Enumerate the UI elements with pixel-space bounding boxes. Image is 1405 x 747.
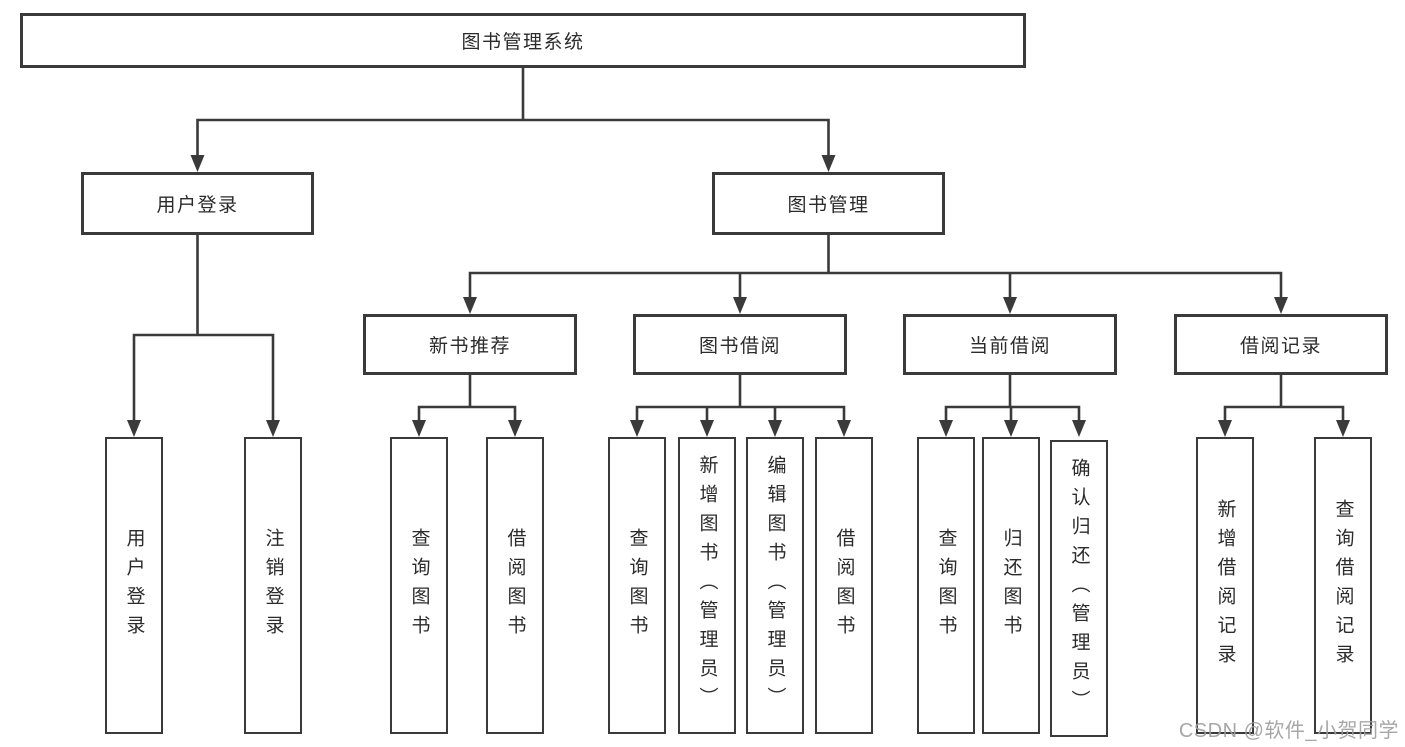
node-book-borrow: 图书借阅 bbox=[633, 314, 847, 375]
arrowhead bbox=[821, 155, 836, 172]
node-recommend-query-books: 查询图书 bbox=[390, 437, 448, 734]
node-new-book-recommend: 新书推荐 bbox=[363, 314, 577, 375]
connector-new-book-children bbox=[417, 373, 517, 425]
node-add-book-admin: 新增图书（管理员） bbox=[678, 437, 736, 734]
node-edit-book-admin: 编辑图书（管理员） bbox=[746, 437, 804, 734]
connector-book-borrow-children bbox=[635, 373, 846, 425]
arrowhead bbox=[508, 420, 522, 437]
node-confirm-return-admin-label: 确认归还（管理员） bbox=[1068, 458, 1090, 719]
arrowhead bbox=[837, 420, 851, 437]
node-book-management-label: 图书管理 bbox=[787, 195, 870, 216]
node-confirm-return-admin: 确认归还（管理员） bbox=[1050, 440, 1108, 737]
arrowhead bbox=[700, 420, 714, 437]
arrowhead bbox=[266, 420, 280, 437]
node-new-book-recommend-label: 新书推荐 bbox=[428, 336, 511, 357]
node-book-management: 图书管理 bbox=[712, 172, 945, 235]
connector-root-to-level2 bbox=[196, 66, 830, 160]
node-borrow-books-leaf: 借阅图书 bbox=[815, 437, 873, 734]
node-recommend-borrow-books-label: 借阅图书 bbox=[504, 527, 526, 644]
node-logout: 注销登录 bbox=[244, 437, 302, 734]
arrowhead bbox=[630, 420, 644, 437]
node-borrow-records-label: 借阅记录 bbox=[1239, 336, 1322, 357]
arrowhead bbox=[939, 420, 953, 437]
arrowhead bbox=[1274, 297, 1288, 314]
connector-current-borrow-children bbox=[944, 373, 1081, 425]
node-system-root: 图书管理系统 bbox=[20, 13, 1026, 68]
node-borrow-query-books: 查询图书 bbox=[608, 437, 666, 734]
node-system-root-label: 图书管理系统 bbox=[461, 32, 585, 53]
node-user-login-label: 用户登录 bbox=[156, 195, 239, 216]
node-current-query-books-label: 查询图书 bbox=[935, 527, 957, 644]
arrowhead bbox=[768, 420, 782, 437]
arrowhead bbox=[1218, 420, 1232, 437]
node-current-query-books: 查询图书 bbox=[917, 437, 975, 734]
node-borrow-books-leaf-label: 借阅图书 bbox=[833, 527, 855, 644]
connector-borrow-records-children bbox=[1223, 373, 1345, 425]
arrowhead bbox=[1336, 420, 1350, 437]
node-add-borrow-record-label: 新增借阅记录 bbox=[1214, 498, 1236, 673]
arrowhead bbox=[127, 420, 141, 437]
arrowhead bbox=[412, 420, 426, 437]
node-query-borrow-record: 查询借阅记录 bbox=[1314, 437, 1372, 734]
node-add-book-admin-label: 新增图书（管理员） bbox=[696, 455, 718, 716]
node-borrow-records: 借阅记录 bbox=[1174, 314, 1388, 375]
node-current-borrow-label: 当前借阅 bbox=[968, 336, 1051, 357]
node-user-login-leaf-label: 用户登录 bbox=[123, 527, 145, 644]
node-return-book-label: 归还图书 bbox=[1000, 527, 1022, 644]
node-current-borrow: 当前借阅 bbox=[903, 314, 1117, 375]
node-borrow-query-books-label: 查询图书 bbox=[626, 527, 648, 644]
arrowhead bbox=[190, 155, 205, 172]
watermark: CSDN @软件_小贺同学 bbox=[1178, 720, 1399, 742]
node-user-login-leaf: 用户登录 bbox=[105, 437, 163, 734]
arrowhead bbox=[463, 297, 477, 314]
node-add-borrow-record: 新增借阅记录 bbox=[1196, 437, 1254, 734]
connector-book-management-children bbox=[468, 233, 1283, 302]
arrowhead bbox=[1004, 420, 1018, 437]
arrowhead bbox=[733, 297, 747, 314]
node-recommend-borrow-books: 借阅图书 bbox=[486, 437, 544, 734]
arrowhead bbox=[1003, 297, 1017, 314]
node-user-login: 用户登录 bbox=[81, 172, 314, 235]
node-edit-book-admin-label: 编辑图书（管理员） bbox=[764, 455, 786, 716]
node-logout-label: 注销登录 bbox=[262, 527, 284, 644]
connector-user-login-children bbox=[132, 233, 275, 425]
node-query-borrow-record-label: 查询借阅记录 bbox=[1332, 498, 1354, 673]
node-return-book: 归还图书 bbox=[982, 437, 1040, 734]
node-recommend-query-books-label: 查询图书 bbox=[408, 527, 430, 644]
node-book-borrow-label: 图书借阅 bbox=[698, 336, 781, 357]
arrowhead bbox=[1072, 420, 1086, 437]
